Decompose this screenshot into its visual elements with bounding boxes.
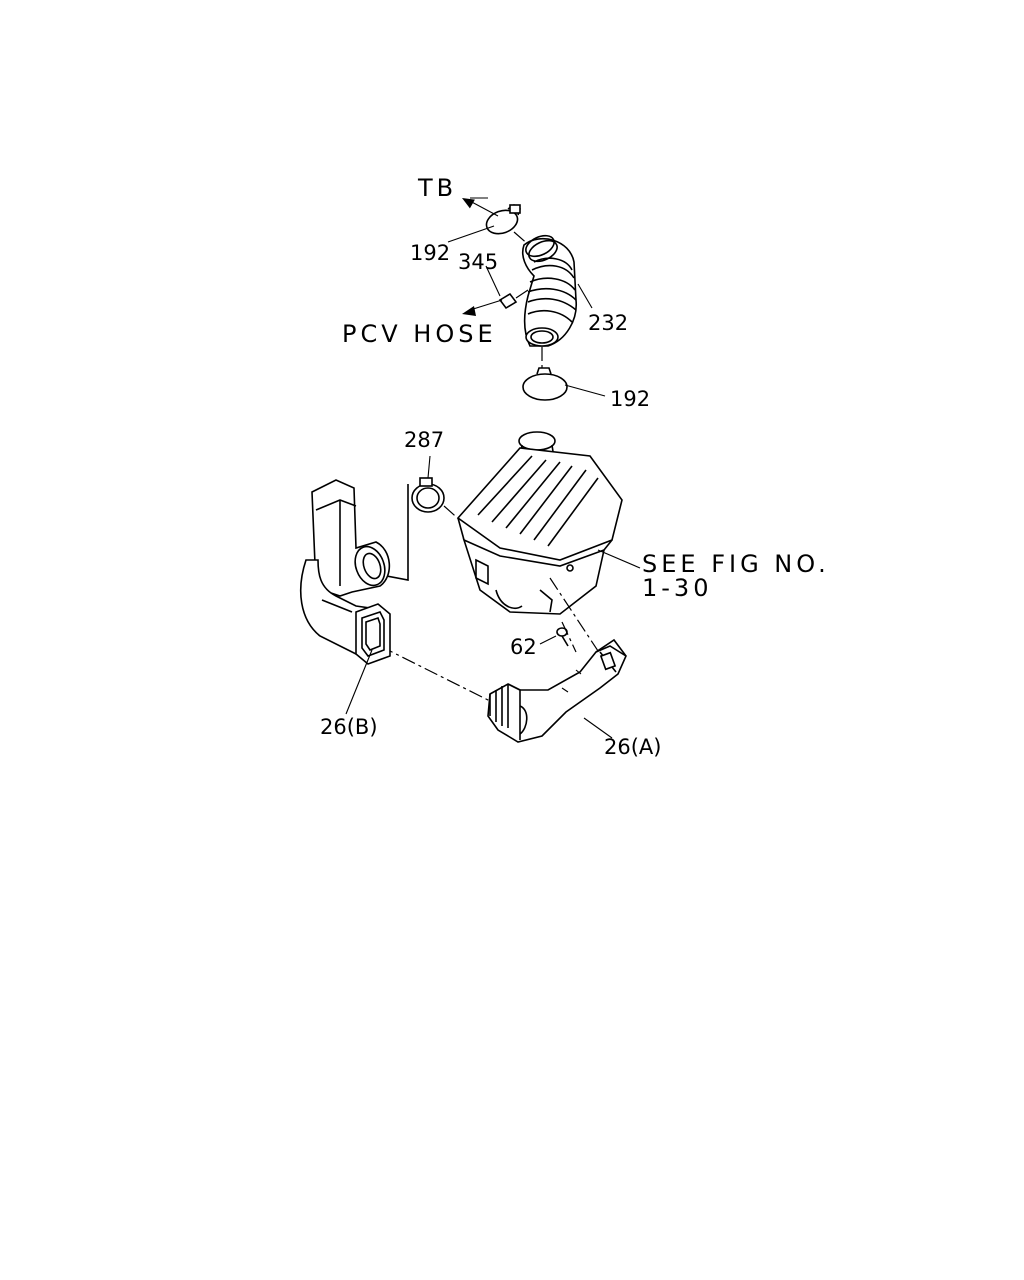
assembly-dash-lines bbox=[375, 484, 601, 703]
label-see-fig-line1: SEE FIG NO. bbox=[642, 550, 830, 578]
label-tb: TB bbox=[417, 174, 457, 202]
air-cleaner-housing bbox=[456, 431, 623, 615]
label-345: 345 bbox=[458, 250, 498, 274]
bolt-62 bbox=[539, 627, 569, 647]
label-62: 62 bbox=[510, 635, 537, 659]
label-232: 232 bbox=[588, 311, 628, 335]
label-192-upper: 192 bbox=[410, 241, 450, 265]
leader-lines-upper bbox=[447, 197, 606, 397]
label-see-fig-line2: 1-30 bbox=[642, 574, 712, 602]
leader-lines-lower bbox=[345, 549, 641, 739]
label-192-lower: 192 bbox=[610, 387, 650, 411]
label-26b: 26(B) bbox=[320, 715, 378, 739]
clamp-287 bbox=[411, 455, 445, 513]
duct-26a bbox=[487, 638, 627, 743]
label-287: 287 bbox=[404, 428, 444, 452]
duct-26b bbox=[300, 479, 391, 665]
intake-hose-232 bbox=[485, 204, 577, 401]
label-pcv-hose: PCV HOSE bbox=[342, 320, 497, 348]
label-26a: 26(A) bbox=[604, 735, 661, 759]
